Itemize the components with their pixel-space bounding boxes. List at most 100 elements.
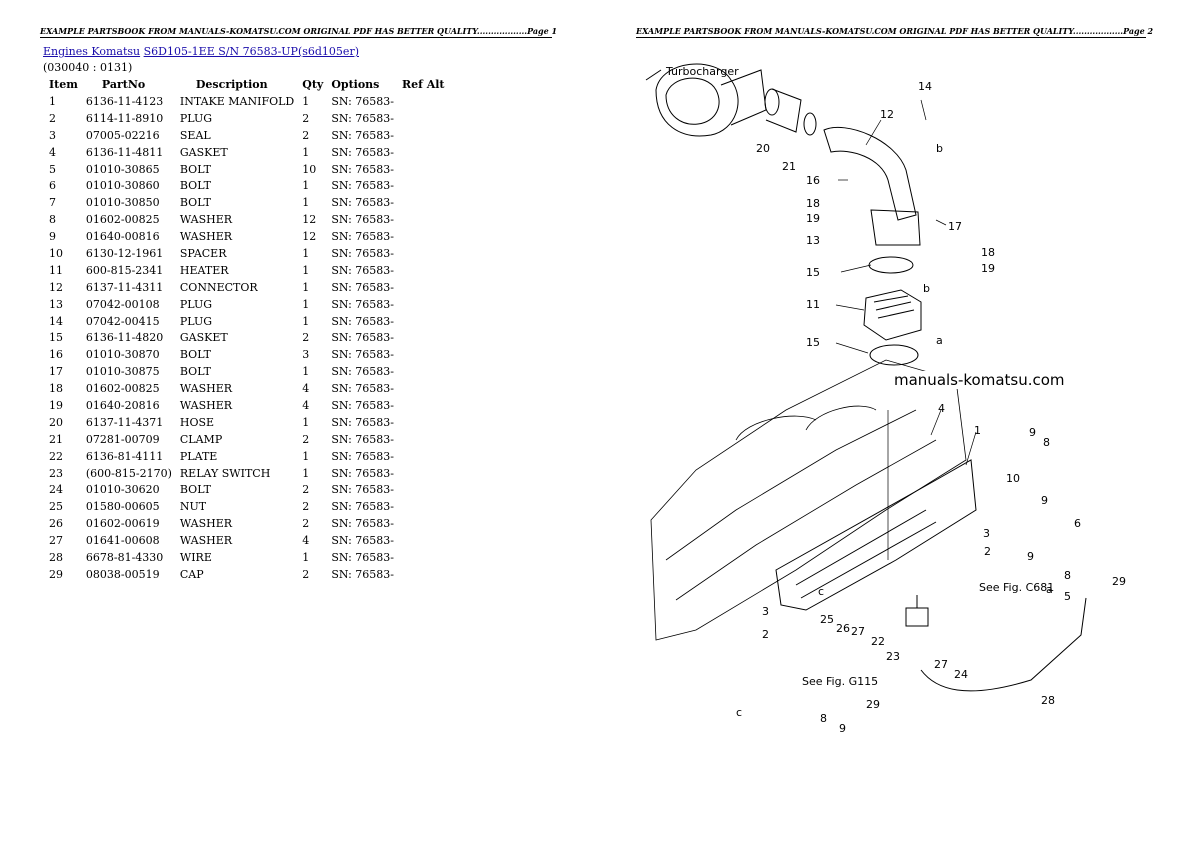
partno-cell: 01640-20816 bbox=[85, 398, 160, 412]
refalt-cell bbox=[398, 262, 449, 279]
callout-label: c bbox=[818, 585, 824, 598]
callout-label: 4 bbox=[938, 402, 945, 415]
col-qty-header: Qty bbox=[302, 78, 324, 91]
description-cell: WASHER bbox=[179, 382, 233, 396]
options-cell: SN: 76583- bbox=[331, 213, 394, 227]
callout-label: 22 bbox=[871, 635, 885, 648]
description-cell: BOLT bbox=[179, 162, 211, 176]
refalt-cell bbox=[398, 549, 449, 566]
breadcrumb: Engines Komatsu S6D105-1EE S/N 76583-UP(… bbox=[43, 45, 359, 58]
turbocharger-drawing bbox=[645, 63, 767, 137]
callout-label: 9 bbox=[1029, 426, 1036, 439]
description-cell: HOSE bbox=[179, 415, 215, 429]
callout-label: 23 bbox=[886, 650, 900, 663]
callout-label: 11 bbox=[806, 298, 820, 311]
callout-label: 26 bbox=[836, 622, 850, 635]
breadcrumb-engines-link[interactable]: Engines Komatsu bbox=[43, 45, 141, 58]
refalt-cell bbox=[398, 380, 449, 397]
partno-cell: 01010-30620 bbox=[85, 483, 160, 497]
col-refalt-header: Ref Alt bbox=[402, 78, 445, 91]
item-cell: 2 bbox=[49, 111, 56, 125]
relay-switch-drawing bbox=[905, 607, 929, 627]
refalt-cell bbox=[398, 329, 449, 346]
description-cell: WASHER bbox=[179, 230, 233, 244]
callout-label: 9 bbox=[1027, 550, 1034, 563]
callout-label: c bbox=[736, 706, 742, 719]
item-cell: 21 bbox=[49, 432, 63, 446]
partno-cell: 01641-00608 bbox=[85, 534, 160, 548]
item-cell: 12 bbox=[49, 280, 63, 294]
qty-cell: 4 bbox=[302, 534, 310, 548]
gasket-upper bbox=[868, 256, 914, 274]
options-cell: SN: 76583- bbox=[331, 550, 394, 564]
callout-label: b bbox=[923, 282, 930, 295]
callout-label: 1 bbox=[974, 424, 981, 437]
qty-cell: 2 bbox=[302, 567, 310, 581]
partno-cell: (600-815-2170) bbox=[85, 466, 172, 480]
callout-label: 13 bbox=[806, 234, 820, 247]
callout-label: 17 bbox=[948, 220, 962, 233]
refalt-cell bbox=[398, 279, 449, 296]
partno-cell: 6137-11-4311 bbox=[85, 280, 164, 294]
qty-cell: 2 bbox=[302, 517, 310, 531]
partno-cell: 6678-81-4330 bbox=[85, 550, 164, 564]
refalt-cell bbox=[398, 532, 449, 549]
description-cell: WASHER bbox=[179, 517, 233, 531]
item-cell: 4 bbox=[49, 145, 56, 159]
breadcrumb-model-link[interactable]: S6D105-1EE S/N 76583-UP(s6d105er) bbox=[143, 45, 359, 58]
qty-cell: 4 bbox=[302, 382, 310, 396]
item-cell: 8 bbox=[49, 213, 56, 227]
partno-cell: 01580-00605 bbox=[85, 500, 160, 514]
options-cell: SN: 76583- bbox=[331, 517, 394, 531]
qty-cell: 12 bbox=[302, 213, 317, 227]
refalt-cell bbox=[398, 194, 449, 211]
item-cell: 16 bbox=[49, 348, 63, 362]
refalt-cell bbox=[398, 346, 449, 363]
heater-drawing bbox=[863, 289, 922, 341]
refalt-cell bbox=[398, 414, 449, 431]
description-cell: WASHER bbox=[179, 398, 233, 412]
item-cell: 20 bbox=[49, 415, 63, 429]
partno-cell: 01640-00816 bbox=[85, 230, 160, 244]
callout-label: 29 bbox=[1112, 575, 1126, 588]
description-cell: GASKET bbox=[179, 145, 228, 159]
item-cell: 24 bbox=[49, 483, 63, 497]
partno-cell: 01010-30875 bbox=[85, 365, 160, 379]
description-cell: PLUG bbox=[179, 111, 213, 125]
qty-cell: 1 bbox=[302, 280, 310, 294]
qty-cell: 2 bbox=[302, 128, 310, 142]
partno-cell: 01010-30850 bbox=[85, 196, 160, 210]
qty-cell: 2 bbox=[302, 500, 310, 514]
options-cell: SN: 76583- bbox=[331, 432, 394, 446]
callout-label: 12 bbox=[880, 108, 894, 121]
refalt-cell bbox=[398, 431, 449, 448]
watermark-text: manuals-komatsu.com bbox=[892, 371, 1067, 389]
item-cell: 17 bbox=[49, 365, 63, 379]
options-cell: SN: 76583- bbox=[331, 128, 394, 142]
callout-label: 20 bbox=[756, 142, 770, 155]
qty-cell: 1 bbox=[302, 94, 310, 108]
callout-label: 25 bbox=[820, 613, 834, 626]
connector-drawing bbox=[823, 126, 921, 246]
qty-cell: 1 bbox=[302, 263, 310, 277]
qty-cell: 2 bbox=[302, 483, 310, 497]
options-cell: SN: 76583- bbox=[331, 145, 394, 159]
qty-cell: 1 bbox=[302, 179, 310, 193]
callout-label: 19 bbox=[806, 212, 820, 225]
partno-cell: 08038-00519 bbox=[85, 567, 160, 581]
callout-label: 15 bbox=[806, 336, 820, 349]
page-1-header: EXAMPLE PARTSBOOK FROM MANUALS-KOMATSU.C… bbox=[40, 26, 558, 38]
description-cell: BOLT bbox=[179, 365, 211, 379]
item-cell: 18 bbox=[49, 382, 63, 396]
callout-label: 3 bbox=[983, 527, 990, 540]
gasket-lower bbox=[869, 344, 919, 366]
item-cell: 13 bbox=[49, 297, 63, 311]
